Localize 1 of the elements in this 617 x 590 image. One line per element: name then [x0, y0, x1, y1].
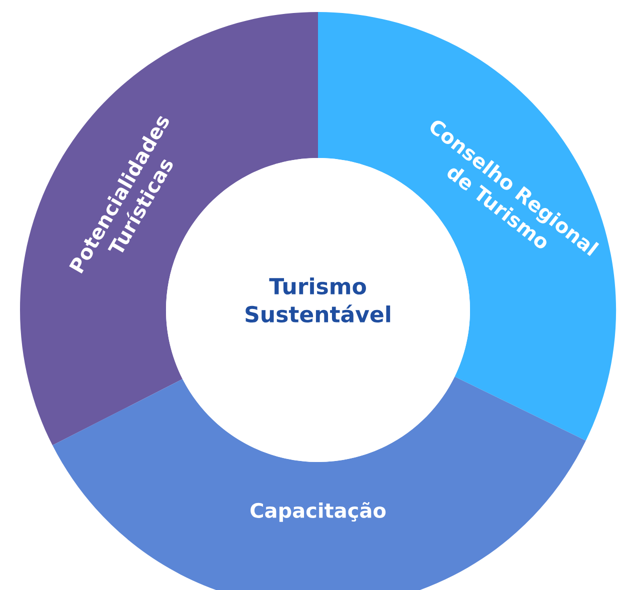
donut-segment: Capacitação [52, 376, 586, 590]
